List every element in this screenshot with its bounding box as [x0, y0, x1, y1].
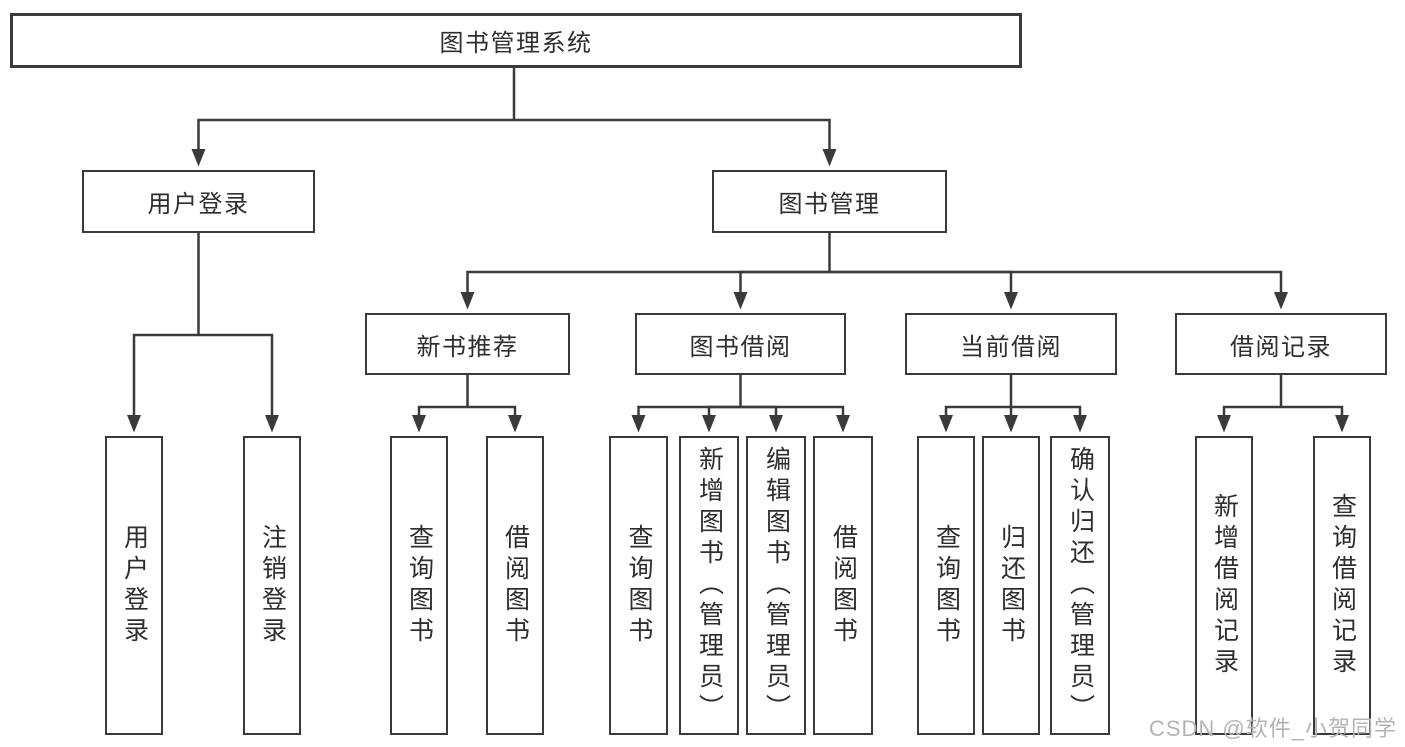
node-label: 新增借阅记录	[1210, 492, 1239, 679]
node-label: 新增图书（管理员）	[695, 446, 724, 725]
node-label: 确认归还（管理员）	[1066, 446, 1095, 725]
node-user-login: 用户登录	[82, 170, 315, 233]
leaf-user-login: 用户登录	[105, 436, 163, 735]
node-label: 图书管理	[778, 191, 881, 218]
node-label: 归还图书	[997, 523, 1026, 648]
leaf-return-book: 归还图书	[982, 436, 1040, 735]
node-label: 借阅记录	[1230, 333, 1332, 361]
leaf-confirm-return-admin: 确认归还（管理员）	[1050, 436, 1110, 735]
node-label: 查询图书	[625, 523, 653, 648]
leaf-add-borrow-record: 新增借阅记录	[1195, 436, 1253, 735]
node-label: 借阅图书	[829, 523, 858, 648]
node-label: 新书推荐	[416, 333, 519, 361]
node-label: 用户登录	[147, 191, 250, 218]
node-label: 图书借阅	[689, 333, 792, 361]
node-book-management: 图书管理	[712, 170, 947, 233]
leaf-borrow-book-recommend: 借阅图书	[486, 436, 544, 735]
csdn-watermark: CSDN @软件_小贺同学	[1148, 716, 1397, 741]
node-label: 用户登录	[120, 523, 149, 648]
node-book-borrowing: 图书借阅	[635, 313, 846, 375]
node-library-system-root: 图书管理系统	[10, 13, 1022, 68]
leaf-query-book-current: 查询图书	[917, 436, 975, 735]
node-label: 当前借阅	[960, 333, 1062, 361]
leaf-logout: 注销登录	[243, 436, 301, 735]
node-label: 借阅图书	[501, 523, 530, 648]
leaf-borrow-book: 借阅图书	[813, 436, 873, 735]
leaf-query-book-recommend: 查询图书	[390, 436, 448, 735]
leaf-edit-book-admin: 编辑图书（管理员）	[746, 436, 806, 735]
node-label: 查询图书	[932, 523, 961, 648]
node-current-borrowing: 当前借阅	[905, 313, 1117, 375]
leaf-query-book-borrowing: 查询图书	[609, 436, 668, 735]
leaf-query-borrow-record: 查询借阅记录	[1313, 436, 1371, 735]
node-label: 查询图书	[405, 523, 434, 648]
node-label: 查询借阅记录	[1328, 492, 1357, 679]
node-borrowing-records: 借阅记录	[1175, 313, 1387, 375]
leaf-add-book-admin: 新增图书（管理员）	[679, 436, 739, 735]
node-label: 编辑图书（管理员）	[762, 446, 791, 725]
node-label: 图书管理系统	[439, 30, 593, 57]
node-label: 注销登录	[258, 523, 287, 648]
node-new-book-recommend: 新书推荐	[365, 313, 570, 375]
